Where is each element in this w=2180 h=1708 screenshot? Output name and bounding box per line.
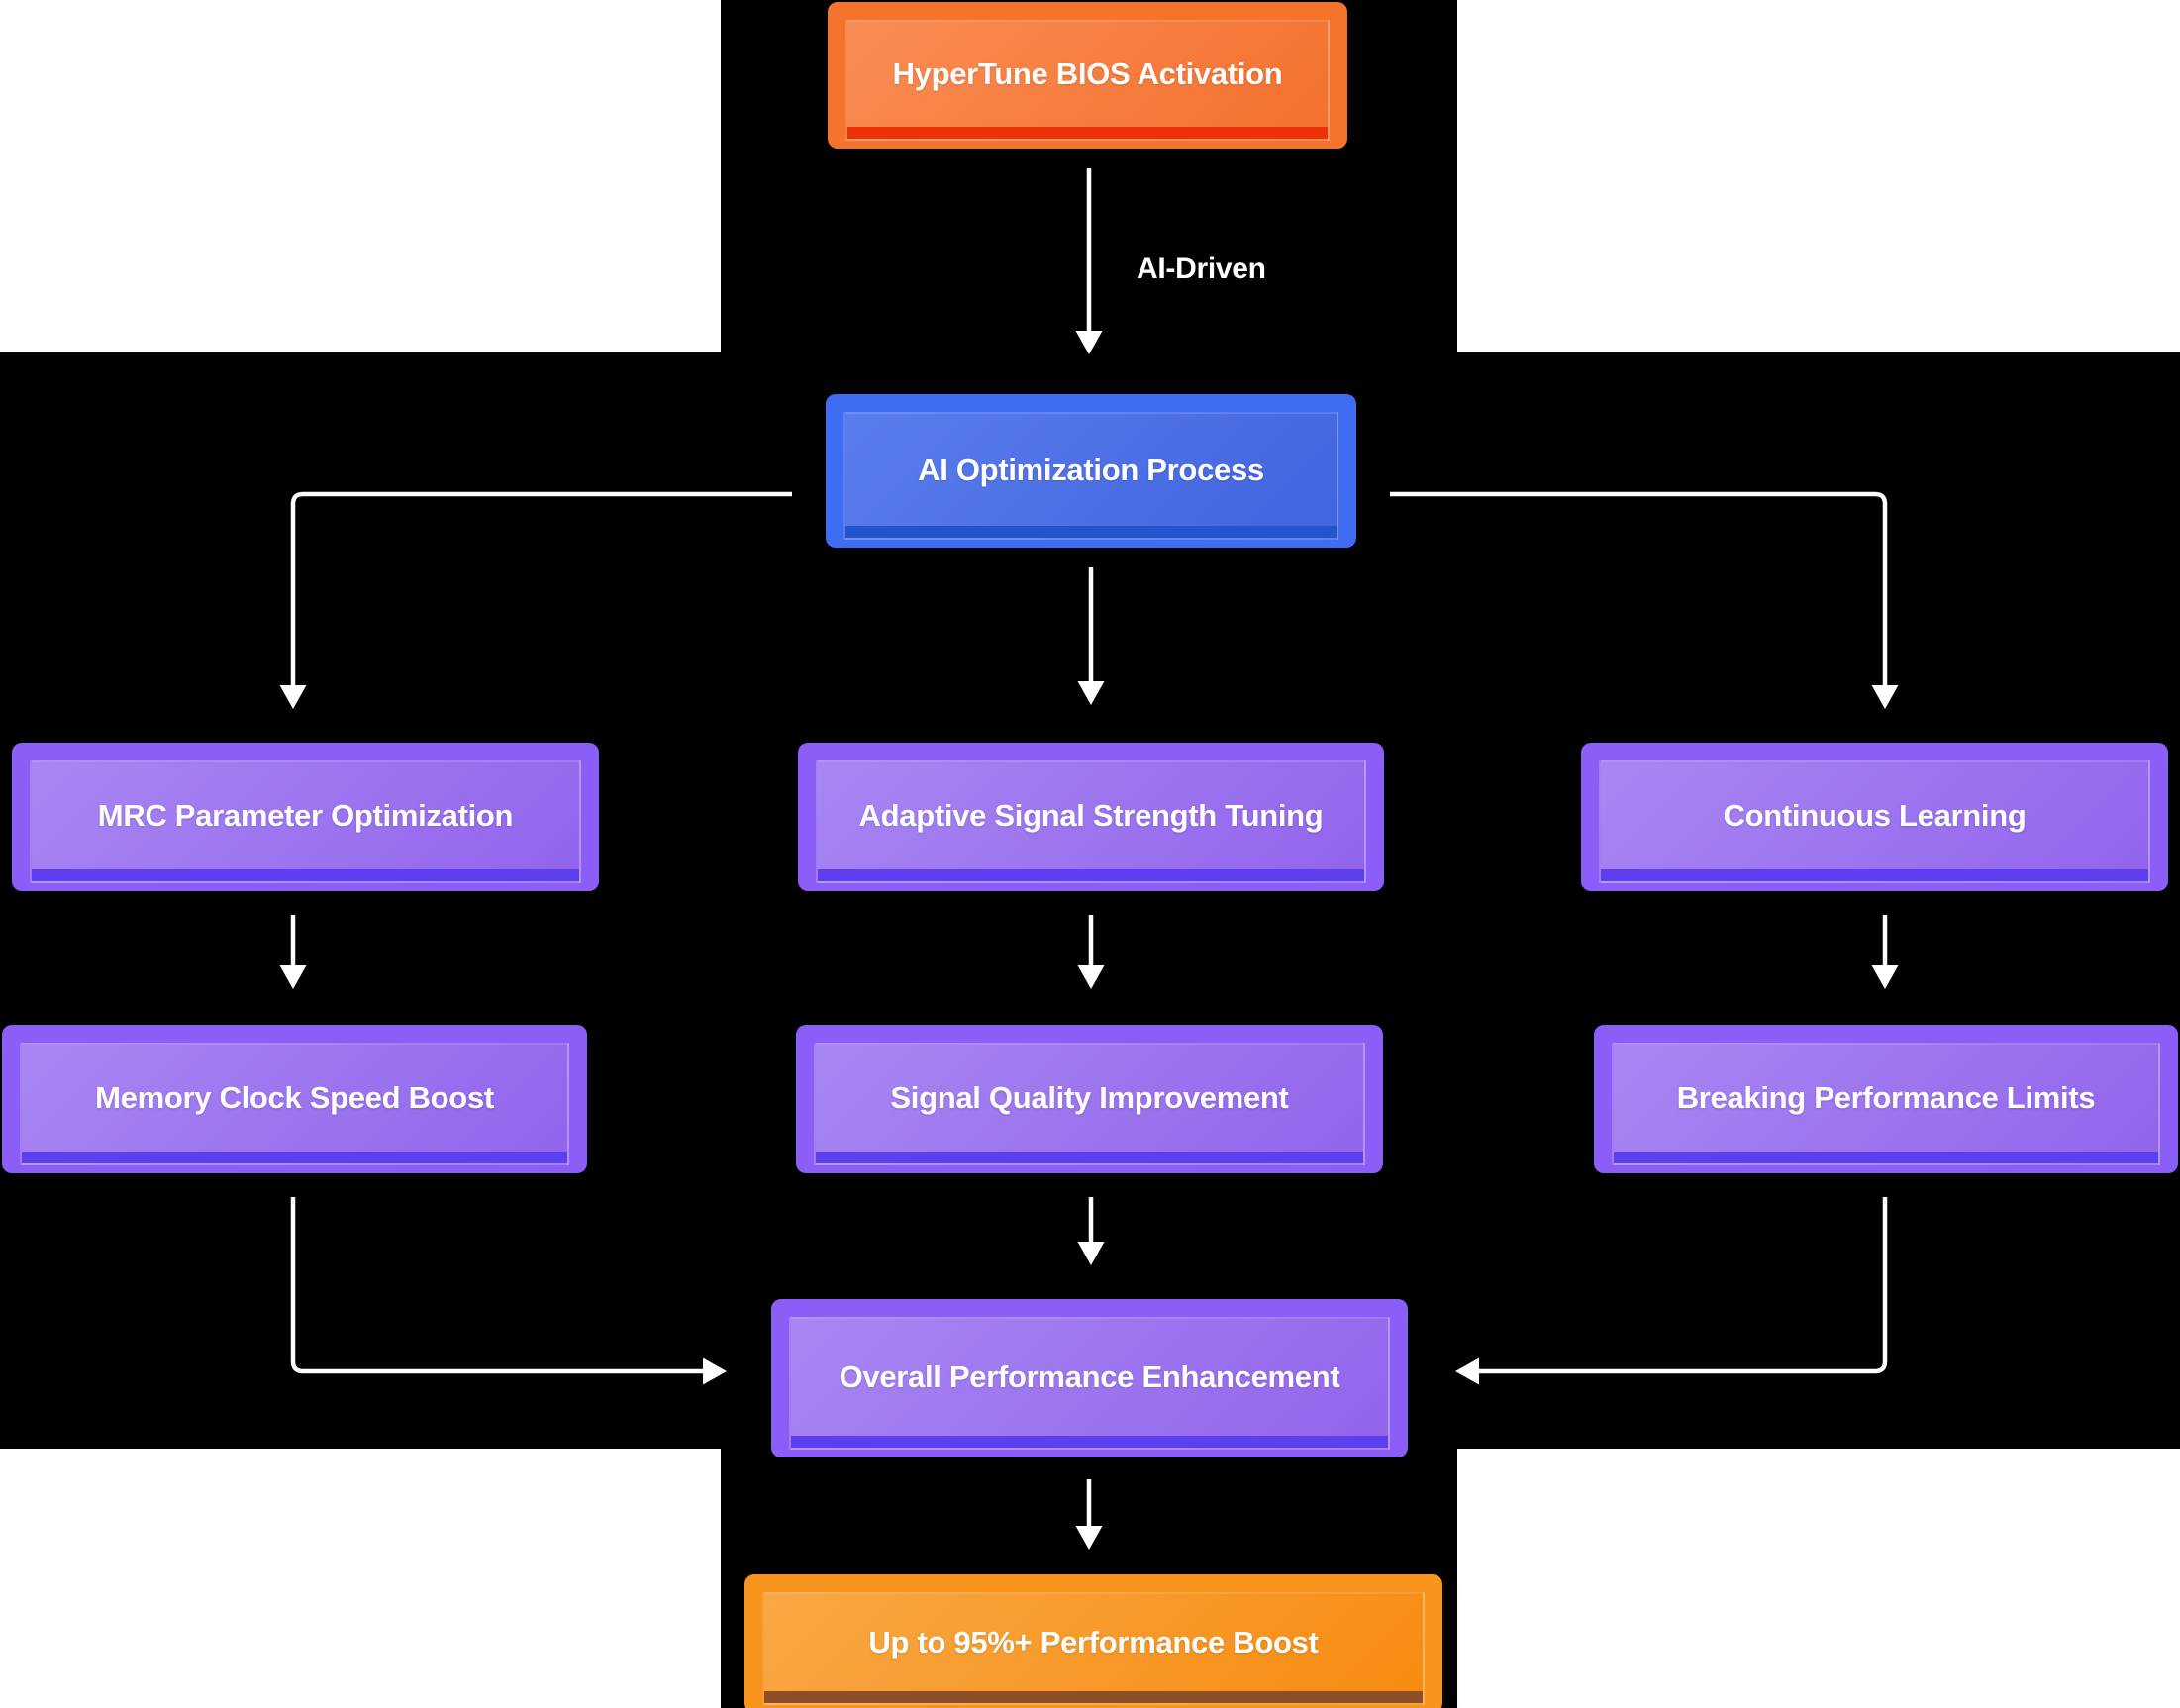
node-hypertune-label: HyperTune BIOS Activation [892, 56, 1283, 91]
node-signal-panel: Signal Quality Improvement [814, 1043, 1365, 1165]
arrowhead-down-icon [1077, 1242, 1105, 1265]
node-boost-accent-stripe [764, 1691, 1423, 1703]
arrowhead-down-icon [1075, 331, 1103, 354]
node-hypertune: HyperTune BIOS Activation [828, 2, 1347, 149]
node-breaking-panel: Breaking Performance Limits [1612, 1043, 2160, 1165]
node-adaptive-panel: Adaptive Signal Strength Tuning [816, 760, 1366, 883]
arrowhead-down-icon [279, 965, 307, 989]
node-ai-optimization-accent-stripe [845, 526, 1337, 538]
arrowhead-down-icon [1871, 685, 1899, 709]
node-adaptive-accent-stripe [818, 869, 1364, 881]
edge-memory-to-overall [290, 1197, 705, 1374]
node-hypertune-accent-stripe [847, 127, 1328, 139]
node-memory: Memory Clock Speed Boost [2, 1025, 587, 1173]
node-adaptive: Adaptive Signal Strength Tuning [798, 743, 1384, 891]
node-continuous-accent-stripe [1601, 869, 2148, 881]
node-boost-label: Up to 95%+ Performance Boost [868, 1625, 1319, 1659]
node-signal-accent-stripe [816, 1152, 1363, 1163]
edge-ai-optimization-to-continuous [1390, 491, 1888, 687]
node-mrc-label: MRC Parameter Optimization [97, 798, 514, 833]
node-signal-label: Signal Quality Improvement [890, 1080, 1289, 1115]
node-continuous-label: Continuous Learning [1723, 798, 2027, 833]
arrowhead-down-icon [1077, 681, 1105, 705]
node-mrc-accent-stripe [32, 869, 579, 881]
arrowhead-down-icon [279, 685, 307, 709]
node-breaking-accent-stripe [1614, 1152, 2158, 1163]
node-memory-panel: Memory Clock Speed Boost [20, 1043, 569, 1165]
node-breaking: Breaking Performance Limits [1594, 1025, 2178, 1173]
node-overall-panel: Overall Performance Enhancement [789, 1317, 1390, 1450]
node-memory-accent-stripe [22, 1152, 567, 1163]
node-overall-label: Overall Performance Enhancement [839, 1359, 1340, 1394]
node-continuous-panel: Continuous Learning [1599, 760, 2150, 883]
arrowhead-right-icon [703, 1357, 727, 1385]
edge-breaking-to-overall [1477, 1197, 1888, 1374]
arrowhead-left-icon [1455, 1357, 1479, 1385]
edge-ai-optimization-to-mrc [290, 491, 792, 687]
arrowhead-down-icon [1871, 965, 1899, 989]
node-ai-optimization-panel: AI Optimization Process [843, 412, 1338, 540]
node-boost: Up to 95%+ Performance Boost [744, 1574, 1442, 1708]
node-memory-label: Memory Clock Speed Boost [95, 1080, 494, 1115]
edge-label-hypertune-to-ai-optimization: AI-Driven [1137, 252, 1266, 285]
node-hypertune-panel: HyperTune BIOS Activation [845, 20, 1330, 141]
node-breaking-label: Breaking Performance Limits [1676, 1080, 2096, 1115]
node-overall: Overall Performance Enhancement [771, 1299, 1408, 1457]
node-overall-accent-stripe [791, 1436, 1388, 1448]
node-mrc-panel: MRC Parameter Optimization [30, 760, 581, 883]
node-mrc: MRC Parameter Optimization [12, 743, 599, 891]
node-ai-optimization: AI Optimization Process [826, 394, 1356, 548]
node-ai-optimization-label: AI Optimization Process [918, 452, 1264, 487]
arrowhead-down-icon [1077, 965, 1105, 989]
arrowhead-down-icon [1075, 1526, 1103, 1550]
node-continuous: Continuous Learning [1581, 743, 2168, 891]
node-adaptive-label: Adaptive Signal Strength Tuning [858, 798, 1324, 833]
node-signal: Signal Quality Improvement [796, 1025, 1383, 1173]
node-boost-panel: Up to 95%+ Performance Boost [762, 1592, 1425, 1705]
